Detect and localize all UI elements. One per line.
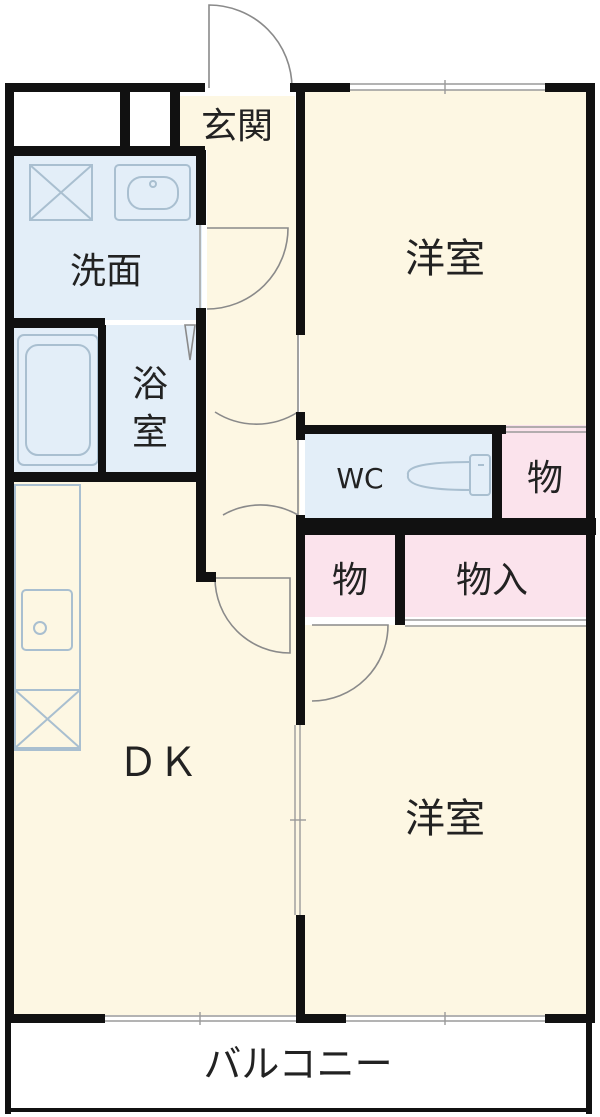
wash-basin-icon — [114, 164, 191, 221]
washroom-door-icon — [206, 227, 289, 310]
closet-label: 物入 — [456, 560, 528, 601]
balcony-label: バルコニー — [203, 1042, 392, 1086]
dk-door-icon — [214, 577, 291, 654]
entrance-label: 玄関 — [201, 106, 273, 147]
wc-door-icon — [222, 440, 299, 517]
western-room-1-fill — [300, 90, 588, 425]
dk-label: ＤＫ — [118, 740, 198, 786]
western-1-door-icon — [214, 335, 299, 425]
bath-fill — [12, 325, 202, 475]
western-room-2-fill — [300, 625, 588, 1015]
western-2-door-icon — [311, 624, 389, 702]
western-room-1-label: 洋室 — [405, 236, 485, 282]
room-labels: 玄関 洗面 浴 室 洋室 WC 物 物 物入 ＤＫ 洋室 バルコニー — [70, 106, 563, 1086]
entrance-door-icon — [208, 4, 293, 89]
toilet-icon — [406, 454, 491, 496]
washroom-label: 洗面 — [70, 251, 142, 292]
doors — [184, 4, 389, 702]
washroom-fill — [12, 155, 202, 320]
wc-fill — [305, 432, 497, 520]
windows — [105, 80, 588, 1025]
entrance-fill — [180, 96, 295, 150]
balcony-fill — [8, 1022, 588, 1112]
fixtures — [14, 164, 491, 751]
room-fills — [8, 90, 588, 1112]
storage-1-label: 物 — [527, 458, 563, 499]
bath-label-top: 浴 — [132, 364, 168, 405]
walls — [5, 83, 596, 1114]
wc-label: WC — [336, 462, 383, 495]
storage-2-label: 物 — [332, 560, 368, 601]
closet-fill — [402, 535, 588, 617]
bath-door-icon — [184, 324, 196, 361]
kitchen-counter-icon — [14, 484, 81, 751]
bath-label-bottom: 室 — [132, 412, 168, 453]
storage-1-fill — [500, 425, 588, 520]
storage-2-fill — [305, 535, 400, 617]
western-room-2-label: 洋室 — [405, 796, 485, 842]
washing-machine-icon — [29, 164, 93, 221]
